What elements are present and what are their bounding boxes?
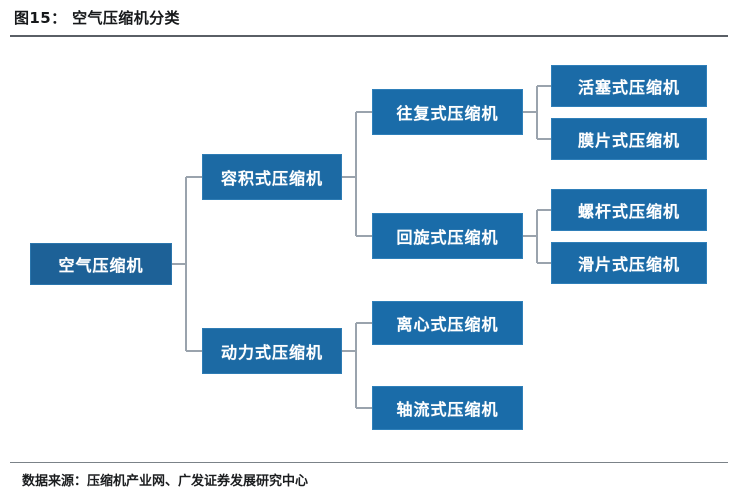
footer-divider <box>10 462 728 463</box>
node-label-air-compressor: 空气压缩机 <box>58 256 144 275</box>
page-title: 图15： 空气压缩机分类 <box>14 8 180 27</box>
classification-tree-diagram: 空气压缩机 容积式压缩机 动力式压缩机 往复式压缩机 回旋式压缩机 离心式压缩机… <box>0 40 738 458</box>
node-label-dynamic-compressor: 动力式压缩机 <box>220 343 323 362</box>
node-label-reciprocating-compressor: 往复式压缩机 <box>396 104 499 123</box>
node-dynamic-compressor[interactable]: 动力式压缩机 <box>202 328 342 374</box>
node-label-screw-compressor: 螺杆式压缩机 <box>577 202 680 221</box>
node-reciprocating-compressor[interactable]: 往复式压缩机 <box>372 89 523 135</box>
node-rotary-compressor[interactable]: 回旋式压缩机 <box>372 213 523 259</box>
node-label-rotary-compressor: 回旋式压缩机 <box>396 228 499 247</box>
node-screw-compressor[interactable]: 螺杆式压缩机 <box>551 189 707 231</box>
node-label-axial-flow-compressor: 轴流式压缩机 <box>396 400 499 419</box>
node-axial-flow-compressor[interactable]: 轴流式压缩机 <box>372 386 523 430</box>
node-label-centrifugal-compressor: 离心式压缩机 <box>396 315 499 334</box>
node-air-compressor[interactable]: 空气压缩机 <box>30 243 172 285</box>
header-divider <box>10 35 728 37</box>
node-diaphragm-compressor[interactable]: 膜片式压缩机 <box>551 118 707 160</box>
node-piston-compressor[interactable]: 活塞式压缩机 <box>551 65 707 107</box>
node-positive-displacement-compressor[interactable]: 容积式压缩机 <box>202 154 342 200</box>
figure-header: 图15： 空气压缩机分类 <box>0 0 738 34</box>
node-label-diaphragm-compressor: 膜片式压缩机 <box>577 131 680 150</box>
node-label-sliding-vane-compressor: 滑片式压缩机 <box>577 255 680 274</box>
node-label-positive-displacement-compressor: 容积式压缩机 <box>220 169 323 188</box>
connector-lines <box>172 85 551 409</box>
node-centrifugal-compressor[interactable]: 离心式压缩机 <box>372 301 523 345</box>
source-note: 数据来源：压缩机产业网、广发证券发展研究中心 <box>22 474 309 489</box>
node-label-piston-compressor: 活塞式压缩机 <box>577 78 680 97</box>
node-sliding-vane-compressor[interactable]: 滑片式压缩机 <box>551 242 707 284</box>
